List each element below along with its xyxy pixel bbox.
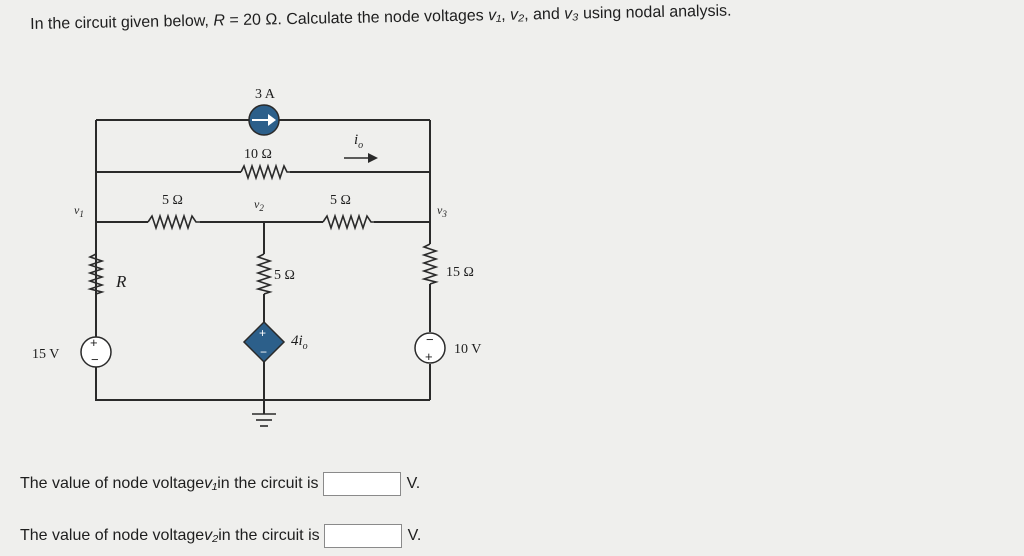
separator: , xyxy=(501,6,511,24)
var-v2: v₂ xyxy=(509,6,525,24)
resistor-v1v2-label: 5 Ω xyxy=(162,193,183,208)
resistor-5-ohm-v1v2 xyxy=(147,213,200,231)
node-v1-symbol: v xyxy=(74,203,80,217)
answer-unit: V. xyxy=(407,527,422,544)
resistor-5-ohm-v2v3 xyxy=(322,213,374,231)
r-symbol: R xyxy=(213,12,226,30)
resistor-r-label: R xyxy=(115,272,127,291)
wires xyxy=(95,119,431,414)
dep-src-value: 4i xyxy=(291,333,303,349)
answer-input-v1[interactable] xyxy=(322,472,401,496)
answer-prefix: The value of node voltage xyxy=(20,475,205,492)
node-v3-symbol: v xyxy=(437,203,443,217)
dep-src-plus: + xyxy=(259,326,266,340)
node-v2-symbol: v xyxy=(254,197,260,211)
src-right-minus: − xyxy=(426,332,434,347)
io-subscript: o xyxy=(358,140,363,151)
dep-src-subscript: o xyxy=(303,341,308,352)
node-v2-label: v2 xyxy=(254,197,264,213)
src-left-minus: − xyxy=(91,352,99,367)
answer-unit: V. xyxy=(406,475,421,492)
ground-icon xyxy=(252,413,276,427)
src-left-plus: + xyxy=(90,335,98,350)
dep-src-minus: − xyxy=(260,345,267,359)
answer-row-v2: The value of node voltage v₂ in the circ… xyxy=(20,524,421,548)
src-left-label: 15 V xyxy=(32,347,59,362)
resistor-v2v3-label: 5 Ω xyxy=(330,193,351,208)
problem-statement: In the circuit given below, R = 20 Ω. Ca… xyxy=(30,0,990,35)
voltage-source-15v xyxy=(80,336,112,368)
node-v3-label: v3 xyxy=(437,203,447,219)
resistor-r xyxy=(87,253,105,295)
resistor-mid-label: 5 Ω xyxy=(274,268,295,283)
resistor-10-label: 10 Ω xyxy=(244,147,272,162)
problem-text-before: In the circuit given below, xyxy=(30,12,214,33)
voltage-source-10v xyxy=(414,332,446,364)
answer-suffix: in the circuit is xyxy=(218,527,320,544)
resistor-10-ohm xyxy=(240,163,290,181)
node-v2-subscript: 2 xyxy=(259,203,264,213)
answer-suffix: in the circuit is xyxy=(217,475,319,492)
var-v1: v₁ xyxy=(487,6,502,25)
separator: , and xyxy=(524,5,565,24)
node-v1-label: v1 xyxy=(74,203,84,219)
io-arrowhead xyxy=(368,153,378,163)
src-right-plus: + xyxy=(425,349,433,364)
problem-text-after: using nodal analysis. xyxy=(578,2,732,23)
io-label: io xyxy=(354,132,363,151)
node-v1-subscript: 1 xyxy=(79,209,84,219)
current-source-3a xyxy=(248,104,280,136)
src-right-label: 10 V xyxy=(454,342,481,357)
answer-row-v1: The value of node voltage v₁ in the circ… xyxy=(20,472,420,496)
dep-src-label: 4io xyxy=(291,333,308,352)
answer-var: v₂ xyxy=(204,527,219,544)
answer-prefix: The value of node voltage xyxy=(20,527,205,544)
answer-var: v₁ xyxy=(204,475,218,492)
current-source-label: 3 A xyxy=(255,87,276,102)
circuit-diagram: 3 A 10 Ω io 5 Ω 5 Ω v1 v2 v3 R 5 Ω 15 Ω … xyxy=(32,87,481,427)
resistor-15-label: 15 Ω xyxy=(446,265,474,280)
io-symbol: i xyxy=(354,132,358,148)
var-v3: v₃ xyxy=(564,5,579,23)
answer-input-v2[interactable] xyxy=(323,524,402,548)
r-value: = 20 Ω. Calculate the node voltages xyxy=(224,7,489,30)
resistor-5-ohm-mid xyxy=(255,253,273,295)
resistor-15-ohm xyxy=(421,243,439,285)
dependent-voltage-source xyxy=(242,320,286,364)
node-v3-subscript: 3 xyxy=(441,209,447,219)
